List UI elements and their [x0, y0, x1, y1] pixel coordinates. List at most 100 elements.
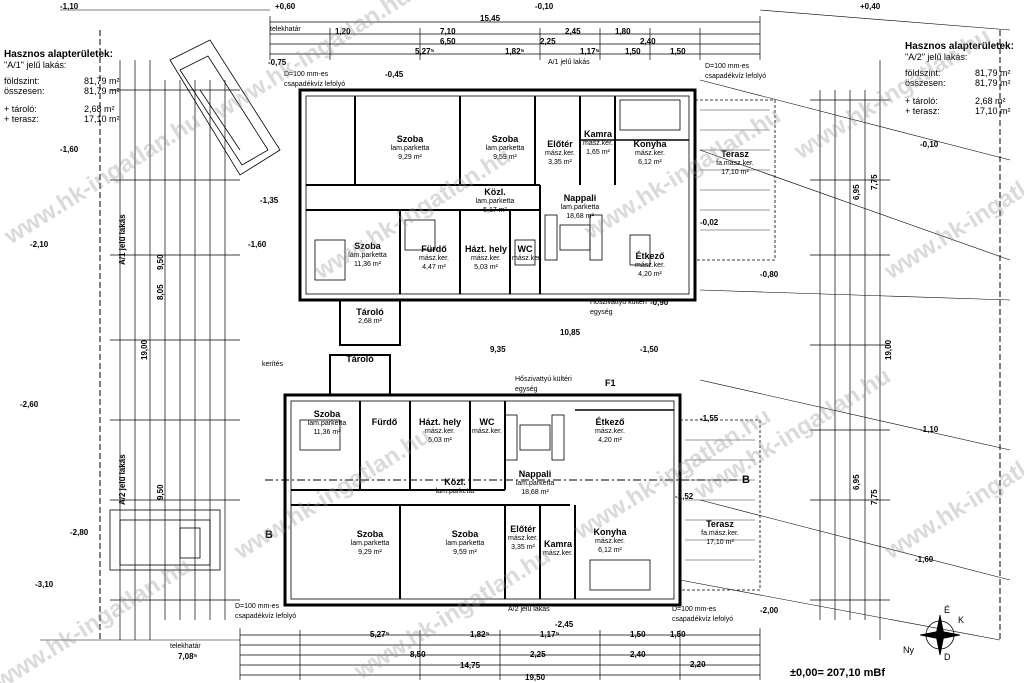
- level-value: -1,10: [60, 2, 79, 11]
- room-floor: mász.ker.: [635, 150, 665, 157]
- dimension-value: 6,95: [852, 184, 861, 200]
- room-name: Szoba: [396, 134, 424, 144]
- side-label-a2: A/2 jelű lakás: [118, 454, 127, 505]
- property-boundary: [99, 30, 1001, 640]
- dimension-value: 7,75: [870, 489, 879, 505]
- level-value: -1,52: [675, 492, 694, 501]
- room-name: Közl.: [484, 187, 506, 197]
- room-name: Szoba: [356, 529, 384, 539]
- area-row-label: földszint:: [905, 68, 941, 78]
- room-name: Szoba: [451, 529, 479, 539]
- area-row: földszint: 81,79 m²: [905, 68, 1014, 78]
- dimension-value: 8,50: [410, 650, 426, 659]
- level-value: -1,10: [920, 425, 939, 434]
- room-area: 6,12 m²: [598, 547, 622, 554]
- room-area: 5,03 m²: [474, 264, 498, 271]
- room-area: 18,68 m²: [566, 213, 594, 220]
- room-name: Terasz: [721, 149, 749, 159]
- dimension-value: 1,50: [670, 630, 686, 639]
- downpipe-label: D=100 mm-es csapadékvíz lefolyó: [235, 603, 297, 620]
- room-kozl: Közl. lam.parketta: [430, 478, 480, 496]
- left-dimension-lines: [110, 60, 240, 640]
- terrace-hatch: [685, 109, 770, 561]
- dimension-value: 2,25: [530, 650, 546, 659]
- room-floor: mász.ker.: [595, 538, 625, 545]
- room-kamra: Kamra mász.ker.: [542, 540, 574, 558]
- dimension-value: 1,50: [625, 47, 641, 56]
- room-konyha: Konyha mász.ker. 6,12 m²: [620, 140, 680, 167]
- room-wc: WC mász.ker.: [472, 418, 502, 436]
- room-name: Tároló: [346, 354, 374, 364]
- dimension-value: 1,17⁵: [540, 630, 560, 639]
- bottom-dimension-lines: [239, 628, 761, 680]
- room-szoba: Szoba lam.parketta 9,59 m²: [470, 135, 540, 162]
- room-name: WC: [479, 417, 495, 427]
- dimension-value: 5,27⁵: [415, 47, 435, 56]
- room-name: Étkező: [595, 417, 625, 427]
- room-area: 9,29 m²: [398, 154, 422, 161]
- room-name: Tároló: [356, 307, 384, 317]
- level-value: -0,75: [268, 58, 287, 67]
- room-name: Konyha: [593, 527, 627, 537]
- level-value: -1,60: [915, 555, 934, 564]
- room-szoba: Szoba lam.parketta 11,36 m²: [340, 242, 395, 269]
- room-floor: lam.parketta: [435, 488, 475, 495]
- level-value: -2,45: [555, 620, 574, 629]
- room-floor: fa.mász.ker.: [716, 160, 754, 167]
- room-eloter: Előtér mász.ker. 3,35 m²: [506, 525, 540, 552]
- room-area: 3,35 m²: [548, 159, 572, 166]
- entry-label-a2: A/2 jelű lakás: [508, 606, 550, 613]
- room-name: Fürdő: [371, 417, 398, 427]
- building-a1: [298, 88, 776, 346]
- area-row-label: összesen:: [905, 78, 946, 88]
- entry-label-a1: A/1 jelű lakás: [548, 59, 590, 66]
- room-etkezo: Étkező mász.ker. 4,20 m²: [620, 252, 680, 279]
- room-name: Szoba: [354, 241, 381, 251]
- room-floor: mász.ker.: [425, 428, 455, 435]
- room-name: Házt. hely: [418, 417, 461, 427]
- room-name: Szoba: [491, 134, 519, 144]
- room-name: Nappali: [518, 469, 552, 479]
- room-name: WC: [517, 244, 533, 254]
- area-row-value: 2,68 m²: [84, 104, 115, 114]
- room-name: Terasz: [706, 519, 734, 529]
- dimension-value: 6,95: [852, 474, 861, 490]
- dimension-value: 2,45: [565, 27, 581, 36]
- room-furdo: Fürdő: [362, 418, 407, 427]
- room-floor: mász.ker.: [543, 550, 573, 557]
- area-row: + terasz: 17,10 m²: [4, 114, 120, 124]
- room-name: Konyha: [633, 139, 667, 149]
- room-area: 11,36 m²: [313, 429, 341, 436]
- room-tarolo: Tároló: [330, 355, 390, 364]
- room-name: Házt. hely: [464, 244, 507, 254]
- heat-pump-label: Hőszivattyú kültéri egység: [590, 299, 647, 316]
- dimension-value: 7,08⁵: [178, 652, 198, 661]
- area-row-label: + tároló:: [4, 104, 37, 114]
- area-row: + tároló: 2,68 m²: [905, 96, 1014, 106]
- downpipe-label: D=100 mm-es csapadékvíz lefolyó: [672, 606, 734, 623]
- room-area: 1,65 m²: [586, 149, 610, 156]
- room-etkezo: Étkező mász.ker. 4,20 m²: [580, 418, 640, 445]
- room-floor: mász.ker.: [635, 262, 665, 269]
- area-row: összesen: 81,79 m²: [905, 78, 1014, 88]
- level-value: -1,55: [700, 414, 719, 423]
- room-area: 17,10 m²: [721, 169, 749, 176]
- room-floor: mász.ker.: [419, 255, 449, 262]
- compass-south-label: D: [944, 652, 951, 662]
- area-row-label: + terasz:: [905, 106, 940, 116]
- level-value: -1,60: [60, 145, 79, 154]
- top-dimension-lines: [269, 16, 761, 60]
- room-kamra: Kamra mász.ker. 1,65 m²: [582, 130, 614, 157]
- room-floor: lam.parketta: [475, 198, 515, 205]
- room-floor: lam.parketta: [515, 480, 555, 487]
- room-area: 5,17 m²: [483, 207, 507, 214]
- dimension-value: 8,05: [156, 284, 165, 300]
- area-row-value: 2,68 m²: [975, 96, 1006, 106]
- dimension-total-top: 15,45: [480, 14, 501, 23]
- property-line-label: telekhatár: [170, 643, 201, 650]
- level-value: -0,45: [385, 70, 404, 79]
- dimension-value: 2,40: [640, 37, 656, 46]
- level-value: -2,60: [20, 400, 39, 409]
